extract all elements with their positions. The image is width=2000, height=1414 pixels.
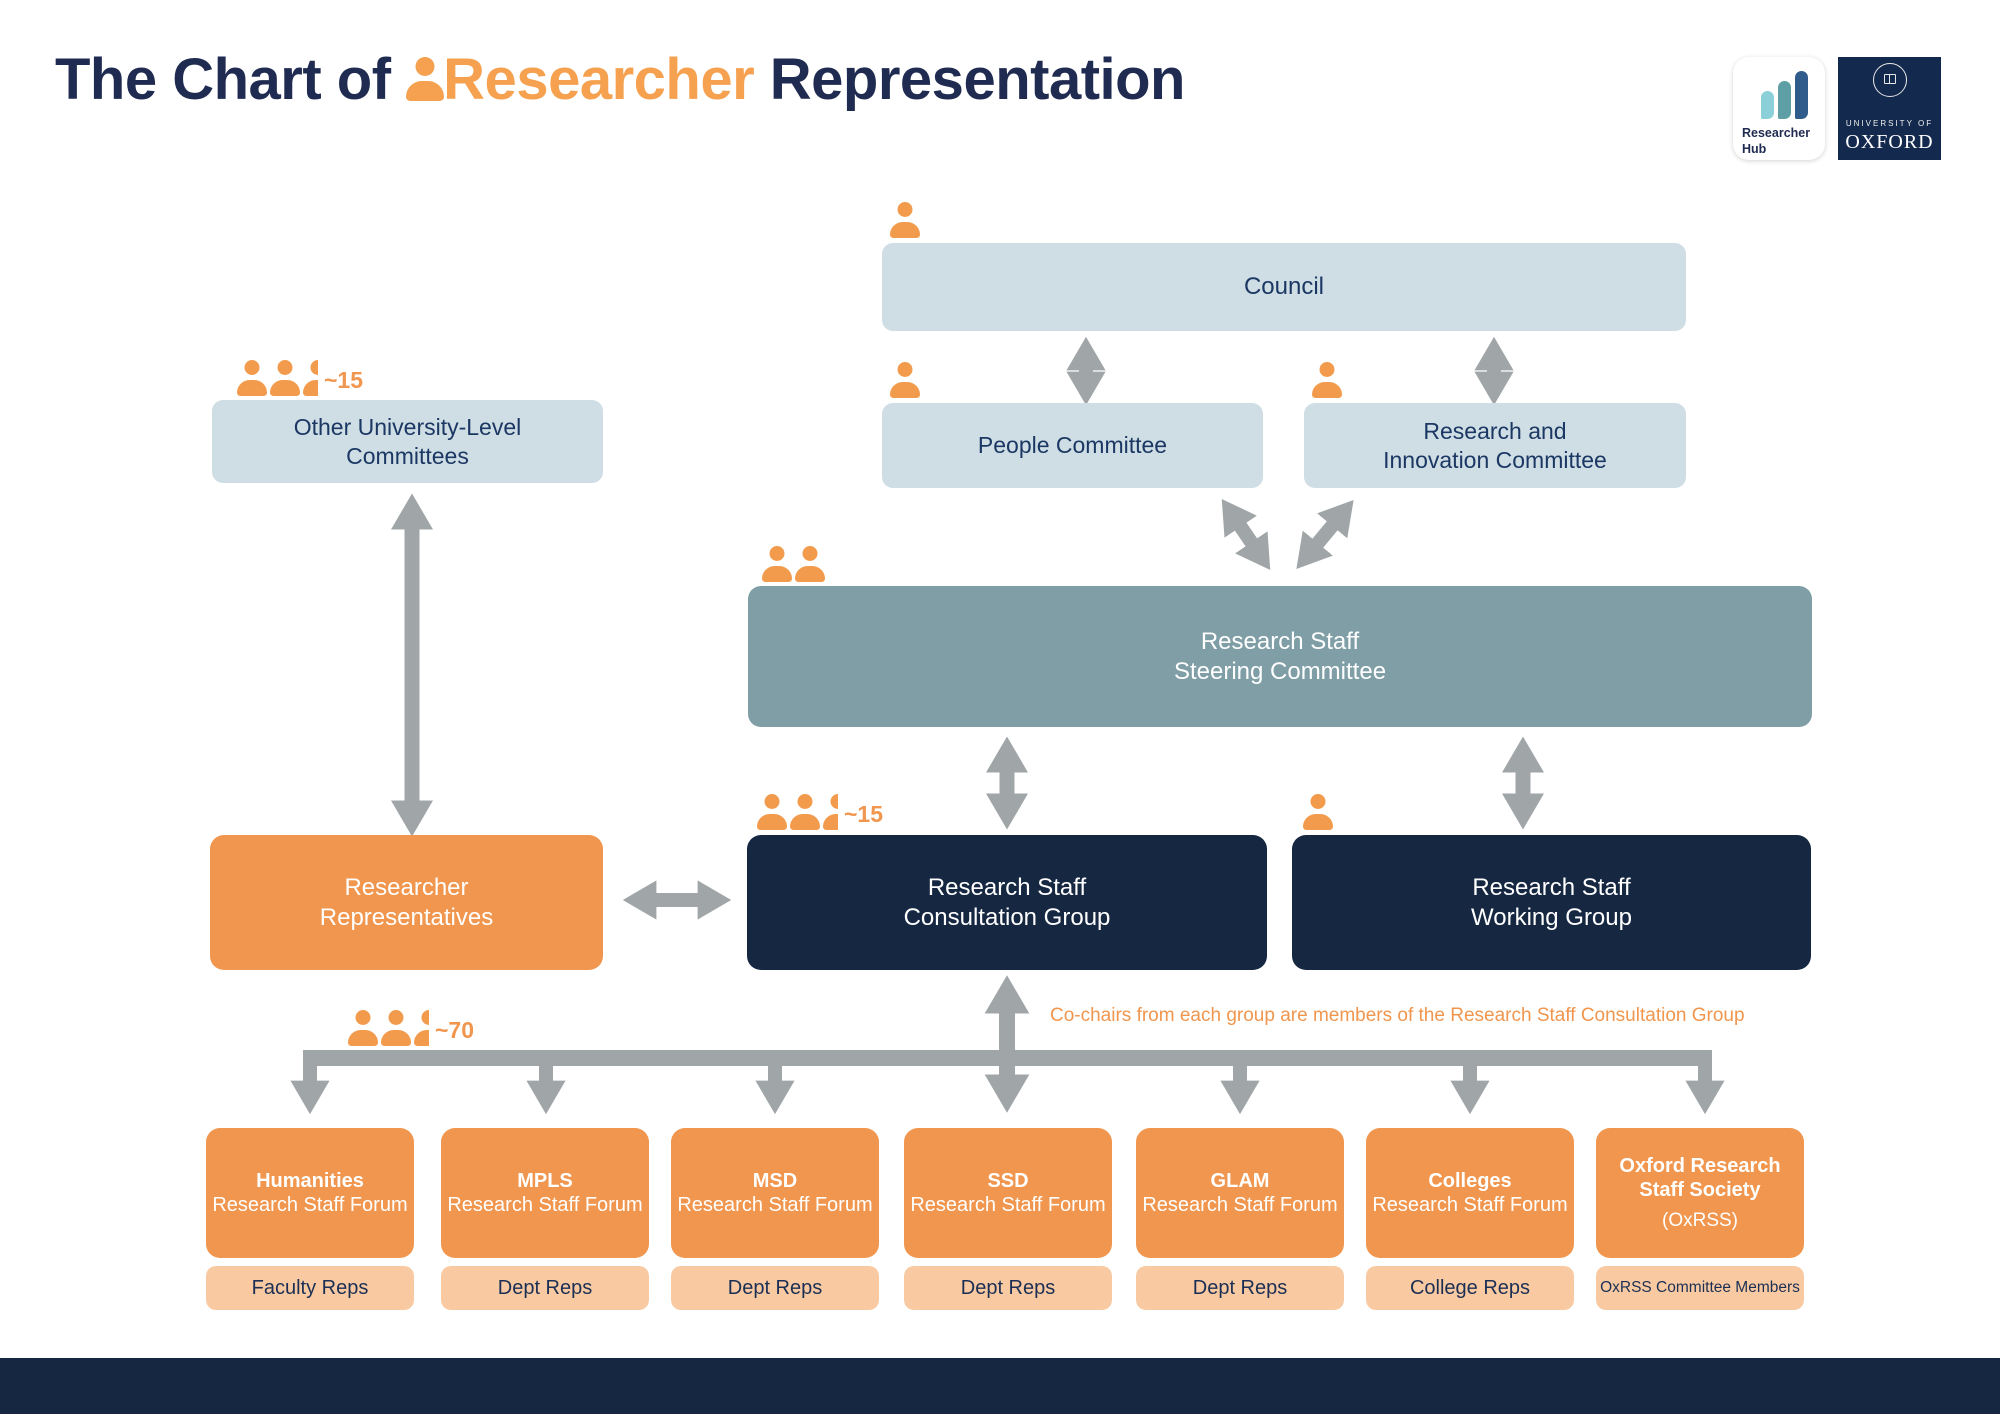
node-label-line2: Steering Committee — [1173, 657, 1387, 685]
oxford-logo-line2: OXFORD — [1845, 131, 1934, 153]
node-research-innovation-committee: Research and Innovation Committee — [1304, 403, 1686, 488]
person-icon — [237, 360, 267, 396]
title-prefix: The Chart of — [55, 47, 407, 112]
reps-label-oxrss: OxRSS Committee Members — [1596, 1266, 1804, 1310]
node-mpls-forum: MPLS Research Staff Forum — [441, 1128, 649, 1258]
node-label-line2: Representatives — [319, 903, 494, 931]
reps-label-humanities: Faculty Reps — [206, 1266, 414, 1310]
co-chairs-note: Co-chairs from each group are members of… — [1050, 1005, 1745, 1026]
node-label-line2: Innovation Committee — [1383, 446, 1607, 473]
forum-name: GLAM — [1210, 1170, 1270, 1192]
forum-name: Oxford Research Staff Society — [1619, 1154, 1781, 1201]
reps-label-colleges: College Reps — [1366, 1266, 1574, 1310]
forum-body: Research Staff Forum — [212, 1194, 408, 1216]
person-icon — [757, 794, 787, 830]
forum-name: MSD — [752, 1170, 798, 1192]
forum-body: Research Staff Forum — [1142, 1194, 1338, 1216]
node-research-staff-consultation-group: Research Staff Consultation Group — [747, 835, 1267, 970]
node-label-line2: Working Group — [1471, 903, 1632, 931]
oxford-logo: UNIVERSITY OF OXFORD — [1838, 57, 1941, 160]
node-label-line1: Research Staff — [1200, 628, 1360, 656]
hub-leaf-icon — [1778, 81, 1791, 119]
forum-name: MPLS — [517, 1170, 573, 1192]
forum-body: Research Staff Forum — [1372, 1194, 1568, 1216]
member-count: ~15 — [844, 801, 884, 827]
reps-label-mpls: Dept Reps — [441, 1266, 649, 1310]
forum-body: Research Staff Forum — [677, 1194, 873, 1216]
person-icon — [406, 57, 445, 101]
people-pair-icon — [762, 546, 825, 582]
node-label: People Committee — [977, 432, 1168, 459]
node-humanities-forum: Humanities Research Staff Forum — [206, 1128, 414, 1258]
node-label-line1: Research Staff — [1472, 874, 1631, 902]
person-icon — [381, 1010, 411, 1046]
node-msd-forum: MSD Research Staff Forum — [671, 1128, 879, 1258]
node-council: Council — [882, 243, 1686, 331]
half-person-icon — [303, 360, 318, 396]
node-researcher-representatives: Researcher Representatives — [210, 835, 603, 970]
forum-name: Humanities — [256, 1170, 364, 1192]
forum-name: Colleges — [1428, 1170, 1512, 1192]
people-group-icon: ~15 — [237, 360, 363, 396]
hub-logo-line2: Hub — [1742, 142, 1767, 157]
forum-body: (OxRSS) — [1662, 1209, 1738, 1231]
researcher-hub-logo: Researcher Hub — [1733, 57, 1825, 160]
person-icon — [1312, 362, 1342, 398]
person-icon — [795, 546, 825, 582]
oxford-logo-line1: UNIVERSITY OF — [1845, 119, 1934, 128]
person-icon — [762, 546, 792, 582]
page-title: The Chart of Researcher Representation — [55, 46, 1185, 113]
node-label-line2: Committees — [346, 442, 469, 469]
title-highlight: Researcher — [443, 47, 755, 112]
open-book-icon — [1884, 74, 1896, 84]
node-label-line1: Research and — [1423, 418, 1567, 445]
person-icon — [890, 202, 920, 238]
node-research-staff-working-group: Research Staff Working Group — [1292, 835, 1811, 970]
oxford-crest-icon — [1873, 63, 1907, 97]
title-suffix: Representation — [754, 47, 1186, 112]
footer-bar — [0, 1358, 2000, 1414]
people-group-icon: ~70 — [348, 1010, 474, 1046]
forum-body: Research Staff Forum — [910, 1194, 1106, 1216]
node-ssd-forum: SSD Research Staff Forum — [904, 1128, 1112, 1258]
person-icon — [1303, 794, 1333, 830]
node-label-line1: Other University-Level — [293, 414, 522, 441]
hub-logo-text: Researcher Hub — [1742, 125, 1810, 158]
person-icon — [790, 794, 820, 830]
person-icon — [348, 1010, 378, 1046]
node-oxrss: Oxford Research Staff Society (OxRSS) — [1596, 1128, 1804, 1258]
hub-logo-line1: Researcher — [1742, 126, 1811, 140]
half-person-icon — [823, 794, 838, 830]
forum-name: SSD — [987, 1170, 1029, 1192]
node-colleges-forum: Colleges Research Staff Forum — [1366, 1128, 1574, 1258]
node-research-staff-steering-committee: Research Staff Steering Committee — [748, 586, 1812, 727]
arrow-people-steering — [1221, 498, 1271, 571]
reps-label-glam: Dept Reps — [1136, 1266, 1344, 1310]
arrow-rni-steering — [1296, 499, 1354, 570]
node-label-line1: Research Staff — [927, 874, 1087, 902]
node-label-line1: Researcher — [344, 874, 469, 902]
reps-label-ssd: Dept Reps — [904, 1266, 1112, 1310]
node-other-university-committees: Other University-Level Committees — [212, 400, 603, 483]
person-icon — [270, 360, 300, 396]
member-count: ~15 — [324, 367, 364, 393]
forum-body: Research Staff Forum — [447, 1194, 643, 1216]
reps-label-msd: Dept Reps — [671, 1266, 879, 1310]
member-count: ~70 — [435, 1017, 475, 1043]
people-group-icon: ~15 — [757, 794, 883, 830]
person-icon — [890, 362, 920, 398]
hub-leaf-icon — [1761, 91, 1774, 119]
half-person-icon — [414, 1010, 429, 1046]
node-glam-forum: GLAM Research Staff Forum — [1136, 1128, 1344, 1258]
hub-leaf-icon — [1795, 71, 1808, 119]
node-label-line2: Consultation Group — [903, 903, 1111, 931]
node-people-committee: People Committee — [882, 403, 1263, 488]
node-label: Council — [1243, 273, 1325, 301]
